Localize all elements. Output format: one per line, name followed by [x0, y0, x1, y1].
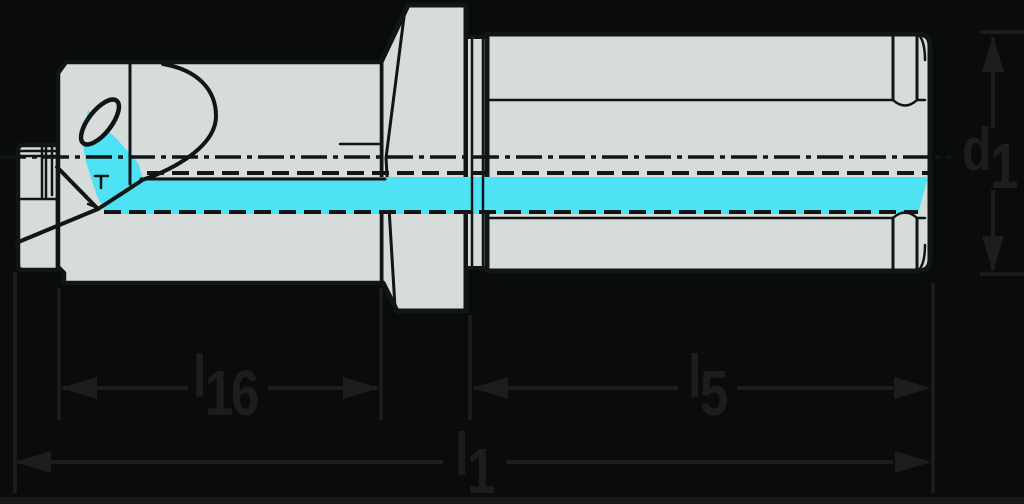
- shank: [484, 31, 933, 274]
- l16-arrow-right: [343, 377, 379, 399]
- l5-arrow-left: [472, 377, 508, 399]
- dimension-l5: [472, 377, 930, 399]
- bottom-border-strip: [0, 497, 1024, 504]
- l1-arrow-left: [15, 451, 51, 473]
- l5-arrow-right: [894, 377, 930, 399]
- cutting-edge-upper: [55, 165, 100, 211]
- l16-arrow-left: [61, 377, 97, 399]
- d1-arrow-up: [982, 36, 1004, 72]
- insert-pocket-ellipse: [78, 97, 122, 147]
- label-l5-main: l: [688, 343, 701, 410]
- coolant-channel: [143, 177, 928, 214]
- d1-arrow-down: [982, 236, 1004, 272]
- dimension-l16: [61, 377, 379, 399]
- label-d1-main: d: [962, 116, 991, 183]
- dimension-l1: [15, 451, 931, 473]
- tip-edge-tick: [86, 202, 100, 210]
- label-l16-main: l: [193, 343, 206, 410]
- end-corner-blend-bottom: [917, 243, 927, 272]
- flange-cone-line: [384, 7, 407, 309]
- end-corner-blend-top: [917, 33, 927, 62]
- label-d1-sub: 1: [989, 130, 1018, 202]
- label-l1-main: l: [455, 421, 468, 488]
- label-l16-sub: 16: [204, 357, 260, 429]
- label-l1-sub: 1: [466, 435, 495, 504]
- label-l5-sub: 5: [699, 357, 728, 429]
- l1-arrow-right: [895, 451, 931, 473]
- dimension-d1: [982, 36, 1004, 272]
- flute-curve: [140, 62, 219, 182]
